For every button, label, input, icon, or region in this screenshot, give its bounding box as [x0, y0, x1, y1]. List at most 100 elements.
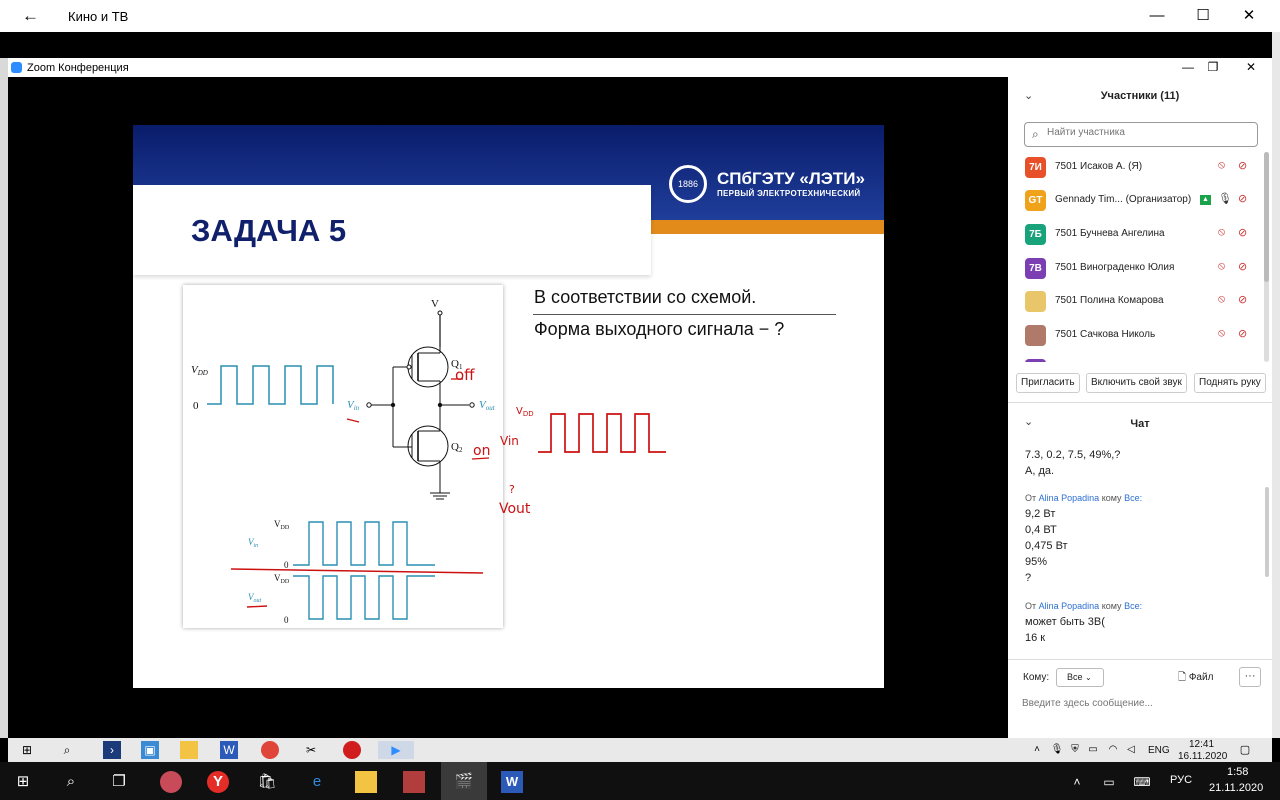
keyboard-lang[interactable]: РУС	[1170, 774, 1193, 786]
zoom-restore-button[interactable]: ❐	[1207, 60, 1219, 74]
mic-tray-icon: 🎙	[1050, 744, 1064, 755]
screen-share-icon: ▲	[1200, 195, 1211, 205]
handwritten-divider-line	[230, 568, 484, 574]
output-waveform-bottom	[293, 575, 435, 620]
cmos-inverter-diagram: V Q1	[191, 298, 496, 625]
input-waveform-bottom	[293, 521, 435, 566]
shared-time: 12:41	[1189, 739, 1215, 750]
avatar: 7В	[1025, 258, 1046, 279]
windows-start-icon[interactable]: ⊞	[16, 773, 30, 790]
participant-search[interactable]: ⌕	[1024, 122, 1258, 147]
participant-row-partial[interactable]	[1008, 354, 1264, 362]
chat-message-line: 95%	[1025, 556, 1048, 568]
mic-muted-icon[interactable]: ⦸	[1218, 226, 1226, 238]
vin-b-label: Vin	[248, 537, 258, 549]
zoom-logo-icon	[11, 62, 22, 73]
task-view-icon[interactable]: ❐	[112, 773, 126, 790]
participant-row[interactable]: 7В 7501 Винограденко Юлия ⦸ ⊘	[1008, 253, 1264, 283]
q1-label: Q1	[451, 358, 463, 371]
camera-off-icon[interactable]: ⊘	[1238, 294, 1248, 306]
clock-time[interactable]: 1:58	[1227, 766, 1249, 778]
chat-file-button[interactable]: 🗋 Файл	[1178, 672, 1214, 683]
store-icon[interactable]: 🛍	[257, 773, 277, 790]
wifi-icon: ◠	[1108, 744, 1118, 755]
mic-muted-icon[interactable]: ⦸	[1218, 327, 1226, 339]
participant-name: Gennady Tim... (Организатор)	[1055, 194, 1192, 205]
back-arrow-icon[interactable]: ←	[22, 6, 39, 25]
participant-list: 7И 7501 Исаков А. (Я) ⦸ ⊘ GT Gennady Tim…	[1008, 152, 1264, 362]
close-button[interactable]: ✕	[1242, 7, 1256, 24]
raise-hand-button[interactable]: Поднять руку	[1194, 373, 1266, 393]
invite-button[interactable]: Пригласить	[1016, 373, 1080, 393]
camera-off-icon[interactable]: ⊘	[1238, 328, 1248, 340]
vin-label: Vin	[347, 399, 360, 412]
camera-off-icon[interactable]: ⊘	[1238, 261, 1248, 273]
camera-off-icon[interactable]: ⊘	[1238, 227, 1248, 239]
chat-message-meta: От Alina Popadina кому Все:	[1025, 601, 1143, 611]
chevron-down-icon[interactable]: ⌄	[1024, 90, 1034, 102]
annotation-vout: Vout	[499, 501, 531, 517]
avatar: GT	[1025, 190, 1046, 211]
avatar: 7Б	[1025, 224, 1046, 245]
windows-start-icon: ⊞	[21, 743, 33, 757]
zoom-titlebar: Zoom Конференция — ❐ ✕	[8, 58, 1272, 77]
zoom-close-button[interactable]: ✕	[1245, 60, 1257, 74]
participants-scrollbar[interactable]	[1264, 152, 1269, 362]
search-icon[interactable]: ⌕	[66, 773, 76, 790]
chat-scrollbar[interactable]	[1265, 487, 1269, 577]
chat-message-line: ?	[1025, 572, 1032, 584]
shared-date: 16.11.2020	[1178, 751, 1228, 762]
chevron-down-icon: ⌄	[1085, 673, 1092, 682]
participant-row[interactable]: 7Б 7501 Бучнева Ангелина ⦸ ⊘	[1008, 219, 1264, 249]
movies-tv-icon[interactable]: 🎬	[454, 773, 474, 790]
winrar-icon[interactable]	[403, 771, 425, 793]
handwritten-waveform	[538, 413, 666, 453]
chat-recipient-select[interactable]: Все ⌄	[1056, 668, 1104, 687]
annotation-question: ?	[509, 483, 515, 496]
avatar: 7И	[1025, 157, 1046, 178]
file-icon: 🗋	[1178, 672, 1187, 683]
task-rule	[533, 314, 836, 315]
app-icon[interactable]	[160, 771, 182, 793]
chevron-down-icon[interactable]: ⌄	[1024, 416, 1034, 428]
mic-muted-icon[interactable]: ⦸	[1218, 260, 1226, 272]
participant-search-input[interactable]	[1047, 127, 1247, 138]
zoom-window-title: Zoom Конференция	[27, 62, 129, 74]
right-scrollbar[interactable]	[1272, 32, 1280, 738]
university-name: СПбГЭТУ «ЛЭТИ»	[717, 169, 865, 188]
yandex-browser-icon[interactable]: Y	[207, 771, 229, 793]
folder-icon	[180, 741, 198, 759]
chat-message-input[interactable]	[1022, 693, 1258, 713]
file-explorer-icon[interactable]	[355, 771, 377, 793]
participant-row[interactable]: 7501 Полина Комарова ⦸ ⊘	[1008, 286, 1264, 316]
mic-muted-icon[interactable]: ⦸	[1218, 293, 1226, 305]
word-icon: W	[220, 741, 238, 759]
shared-taskbar: ⊞ ⌕ › ▣ W ✂ ▶ ˄ 🎙 ⛨ ▭ ◠ ◁ ENG 12:41 16.1…	[8, 738, 1272, 762]
mic-icon[interactable]: 🎙	[1218, 193, 1232, 205]
mic-muted-icon[interactable]: ⦸	[1218, 159, 1226, 171]
chat-more-button[interactable]: ···	[1239, 667, 1261, 687]
network-icon[interactable]: ▭	[1103, 775, 1115, 789]
outer-window-titlebar: ← Кино и ТВ — ☐ ✕	[0, 0, 1280, 32]
chat-header: ⌄ Чат	[1008, 412, 1272, 436]
chevron-up-icon[interactable]: ˄	[1073, 775, 1081, 789]
edge-icon[interactable]: e	[312, 773, 322, 790]
chat-message-line: 9,2 Вт	[1025, 508, 1056, 520]
university-subtitle: ПЕРВЫЙ ЭЛЕКТРОТЕХНИЧЕСКИЙ	[717, 189, 861, 198]
camera-off-icon[interactable]: ⊘	[1238, 193, 1248, 205]
participant-row[interactable]: GT Gennady Tim... (Организатор) ▲ 🎙 ⊘	[1008, 185, 1264, 215]
minimize-button[interactable]: —	[1149, 7, 1165, 24]
participant-row[interactable]: 7501 Сачкова Николь ⦸ ⊘	[1008, 320, 1264, 350]
participant-actions: Пригласить Включить свой звук Поднять ру…	[1008, 373, 1272, 395]
clock-date[interactable]: 21.11.2020	[1209, 782, 1264, 794]
maximize-button[interactable]: ☐	[1196, 7, 1210, 24]
keyboard-icon[interactable]: ⌨	[1133, 775, 1151, 789]
camera-off-icon[interactable]: ⊘	[1238, 160, 1248, 172]
participant-row[interactable]: 7И 7501 Исаков А. (Я) ⦸ ⊘	[1008, 152, 1264, 182]
chat-message-line: 0,475 Вт	[1025, 540, 1068, 552]
unmute-button[interactable]: Включить свой звук	[1086, 373, 1187, 393]
word-icon[interactable]: W	[501, 771, 523, 793]
zoom-minimize-button[interactable]: —	[1182, 60, 1194, 74]
vout-label: Vout	[479, 399, 496, 412]
